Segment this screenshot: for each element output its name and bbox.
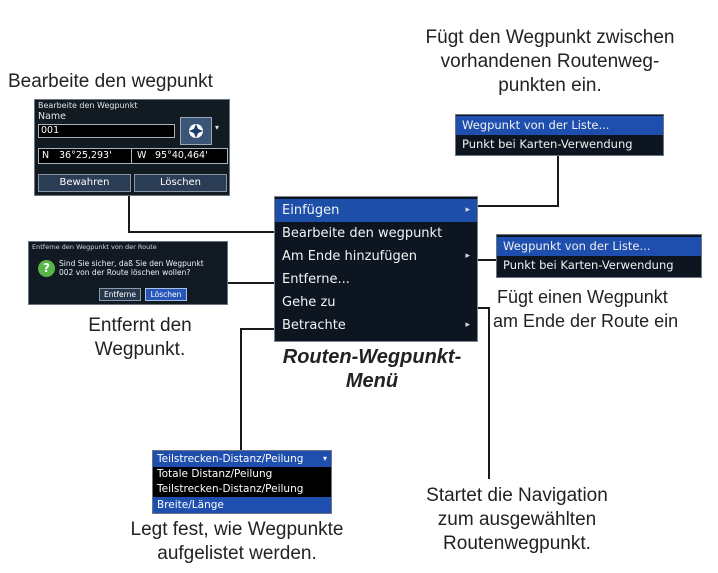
longitude-prefix: W (137, 150, 147, 161)
view-dropdown-selected-label: Teilstrecken-Distanz/Peilung (157, 453, 304, 465)
menu-item-goto-label: Gehe zu (282, 295, 336, 310)
edit-dialog-save-button[interactable]: Bewahren (38, 174, 131, 192)
connector-view-horizontal (240, 328, 276, 330)
append-desc-line-1: Fügt einen Wegpunkt (497, 287, 668, 307)
coordinate-divider (131, 149, 132, 163)
menu-title-line-1: Routen-Wegpunkt- (282, 346, 462, 368)
submenu-arrow-icon: ▸ (465, 251, 470, 261)
remove-dialog-remove-button[interactable]: Entferne (99, 288, 141, 301)
edit-dialog-delete-button[interactable]: Löschen (134, 174, 227, 192)
view-description: Legt fest, wie Wegpunkte aufgelistet wer… (82, 518, 392, 566)
insert-desc-line-2: vorhandenen Routenweg- (440, 51, 660, 72)
insert-submenu-from-map[interactable]: Punkt bei Karten-Verwendung (462, 137, 633, 151)
remove-desc-line-1: Entfernt den (88, 315, 192, 336)
connector-append (478, 259, 496, 261)
remove-dialog-title: Entferne den Wegpunkt von der Route (32, 243, 157, 251)
remove-button-label: Entferne (103, 290, 136, 299)
edit-waypoint-dialog: Bearbeite den Wegpunkt Name 001 ▾ N 36°2… (34, 99, 230, 196)
delete-button-label: Löschen (159, 177, 202, 188)
edit-dialog-coordinates-row: N 36°25,293' W 95°40,464' (38, 148, 228, 164)
question-icon-glyph: ? (43, 261, 50, 275)
append-desc-line-2: am Ende der Route ein (493, 311, 679, 331)
save-button-label: Bewahren (59, 177, 110, 188)
menu-item-insert-label: Einfügen (282, 203, 340, 218)
edit-dialog-name-value: 001 (41, 125, 60, 136)
append-description: Fügt einen Wegpunkt am Ende der Route ei… (493, 285, 715, 333)
menu-item-goto[interactable]: Gehe zu (275, 291, 477, 314)
menu-item-edit-label: Bearbeite den wegpunkt (282, 226, 443, 241)
insert-submenu-from-list[interactable]: Wegpunkt von der Liste... (456, 116, 663, 135)
edit-dialog-name-field[interactable]: 001 (38, 124, 175, 138)
view-dropdown-option-latlon[interactable]: Breite/Länge (153, 497, 331, 513)
insert-description: Fügt den Wegpunkt zwischen vorhandenen R… (385, 26, 715, 98)
remove-dialog-delete-button[interactable]: Löschen (145, 288, 187, 301)
question-icon: ? (38, 260, 55, 277)
submenu-arrow-icon: ▸ (465, 205, 470, 215)
menu-item-view[interactable]: Betrachte ▸ (275, 314, 477, 337)
menu-item-insert[interactable]: Einfügen ▸ (275, 199, 477, 222)
edit-dialog-name-label: Name (38, 111, 67, 122)
connector-goto-vertical (488, 307, 490, 479)
menu-item-remove[interactable]: Entferne... (275, 268, 477, 291)
edit-dialog-icon-picker[interactable] (180, 117, 212, 145)
append-submenu: Wegpunkt von der Liste... Punkt bei Kart… (496, 234, 702, 278)
connector-edit-vertical (128, 196, 130, 232)
insert-desc-line-3: punkten ein. (498, 75, 602, 96)
waypoint-symbol-icon (189, 124, 203, 138)
latitude-field[interactable]: 36°25,293' (59, 150, 112, 161)
edit-dialog-title: Bearbeite den Wegpunkt (38, 101, 138, 110)
remove-desc-line-2: Wegpunkt. (94, 339, 186, 360)
menu-item-append-label: Am Ende hinzufügen (282, 249, 417, 264)
navigate-desc-line-3: Routenwegpunkt. (443, 533, 591, 554)
remove-message-line-1: Sind Sie sicher, daß Sie den Wegpunkt (59, 259, 204, 268)
menu-title: Routen-Wegpunkt- Menü (262, 345, 482, 393)
menu-title-line-2: Menü (345, 370, 399, 392)
latitude-prefix: N (42, 150, 50, 161)
remove-description: Entfernt den Wegpunkt. (40, 314, 240, 362)
view-dropdown: Teilstrecken-Distanz/Peilung ▾ Totale Di… (152, 450, 332, 514)
submenu-arrow-icon: ▸ (465, 320, 470, 330)
navigate-description: Startet die Navigation zum ausgewählten … (382, 484, 652, 556)
edit-waypoint-caption: Bearbeite den wegpunkt (8, 70, 278, 94)
append-submenu-from-map[interactable]: Punkt bei Karten-Verwendung (503, 258, 674, 272)
remove-message-line-2: 002 von der Route löschen wollen? (59, 268, 191, 277)
connector-remove (228, 282, 274, 284)
view-dropdown-option-total[interactable]: Totale Distanz/Peilung (157, 468, 273, 480)
menu-item-append[interactable]: Am Ende hinzufügen ▸ (275, 245, 477, 268)
connector-edit-horizontal (128, 231, 274, 233)
navigate-desc-line-2: zum ausgewählten (437, 509, 597, 530)
delete-button-label: Löschen (150, 290, 182, 299)
connector-insert-horizontal (478, 205, 559, 207)
route-waypoint-menu: Einfügen ▸ Bearbeite den wegpunkt Am End… (274, 196, 478, 342)
remove-waypoint-dialog: Entferne den Wegpunkt von der Route ? Si… (28, 241, 228, 305)
insert-submenu: Wegpunkt von der Liste... Punkt bei Kart… (455, 114, 664, 156)
connector-view-vertical (240, 328, 242, 450)
navigate-desc-line-1: Startet die Navigation (426, 485, 608, 506)
remove-dialog-message: Sind Sie sicher, daß Sie den Wegpunkt 00… (59, 259, 204, 277)
append-submenu-from-list[interactable]: Wegpunkt von der Liste... (497, 237, 701, 256)
dropdown-chevron-icon: ▾ (322, 454, 327, 463)
longitude-field[interactable]: 95°40,464' (155, 150, 208, 161)
edit-waypoint-caption-text: Bearbeite den wegpunkt (8, 71, 213, 92)
menu-item-remove-label: Entferne... (282, 272, 350, 287)
insert-desc-line-1: Fügt den Wegpunkt zwischen (425, 27, 675, 48)
view-desc-line-2: aufgelistet werden. (157, 543, 317, 564)
view-desc-line-1: Legt fest, wie Wegpunkte (130, 519, 344, 540)
edit-dialog-picker-chevron-icon[interactable]: ▾ (215, 123, 220, 132)
menu-item-edit-waypoint[interactable]: Bearbeite den wegpunkt (275, 222, 477, 245)
connector-insert-vertical (557, 156, 559, 206)
view-dropdown-option-leg[interactable]: Teilstrecken-Distanz/Peilung (157, 483, 304, 495)
menu-item-view-label: Betrachte (282, 318, 346, 333)
view-dropdown-selected[interactable]: Teilstrecken-Distanz/Peilung ▾ (153, 451, 331, 467)
